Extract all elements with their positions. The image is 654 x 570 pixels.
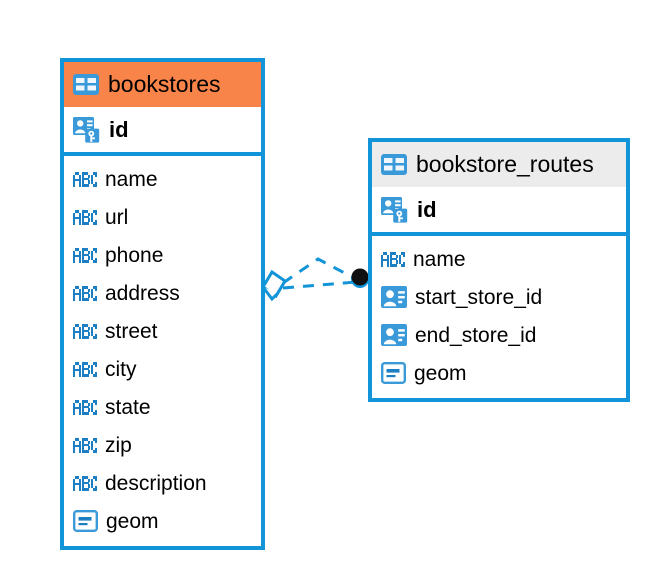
foreign-key-icon: [381, 286, 407, 308]
field-row-id[interactable]: id: [372, 187, 626, 232]
field-row-end-store-id[interactable]: end_store_id: [372, 316, 626, 354]
fields-block-bookstores: name: [64, 156, 261, 546]
diamond-relation-marker: [260, 269, 288, 302]
entity-bookstore-routes[interactable]: bookstore_routes: [368, 138, 630, 402]
geometry-icon: [73, 510, 99, 533]
entity-header-bookstore-routes[interactable]: bookstore_routes: [372, 142, 626, 187]
text-abc-icon: [73, 323, 97, 339]
text-abc-icon: [73, 247, 97, 263]
field-row-city[interactable]: city: [64, 350, 261, 388]
text-abc-icon: [73, 209, 97, 225]
primary-key-icon: [73, 116, 101, 144]
entity-bookstores[interactable]: bookstores: [60, 58, 265, 550]
relation-line-upper: [282, 257, 357, 285]
table-icon: [381, 154, 407, 175]
table-icon: [73, 74, 99, 95]
field-row-phone[interactable]: phone: [64, 236, 261, 274]
entity-title: bookstore_routes: [416, 151, 594, 177]
text-abc-icon: [73, 171, 97, 187]
fields-block-bookstore-routes: name start_store_id: [372, 236, 626, 398]
field-row-name[interactable]: name: [64, 160, 261, 198]
text-abc-icon: [381, 251, 405, 267]
field-row-url[interactable]: url: [64, 198, 261, 236]
text-abc-icon: [73, 361, 97, 377]
entity-title: bookstores: [108, 71, 221, 97]
text-abc-icon: [73, 399, 97, 415]
field-label: start_store_id: [415, 285, 543, 309]
field-row-zip[interactable]: zip: [64, 426, 261, 464]
text-abc-icon: [73, 285, 97, 301]
field-label: url: [105, 205, 129, 229]
field-row-address[interactable]: address: [64, 274, 261, 312]
field-label: name: [105, 167, 158, 191]
geometry-icon: [381, 362, 407, 385]
field-label: city: [105, 357, 137, 381]
field-label: name: [413, 247, 466, 271]
field-label: state: [105, 395, 151, 419]
relation-line-lower: [282, 280, 357, 290]
field-row-geom[interactable]: geom: [64, 502, 261, 540]
field-row-start-store-id[interactable]: start_store_id: [372, 278, 626, 316]
field-label: address: [105, 281, 180, 305]
primary-key-block: id: [372, 187, 626, 236]
text-abc-icon: [73, 475, 97, 491]
field-row-id[interactable]: id: [64, 107, 261, 152]
field-label: description: [105, 471, 207, 495]
field-row-geom[interactable]: geom: [372, 354, 626, 392]
field-row-description[interactable]: description: [64, 464, 261, 502]
filled-circle-endpoint: [351, 268, 369, 288]
field-label: zip: [105, 433, 132, 457]
field-row-street[interactable]: street: [64, 312, 261, 350]
primary-key-block: id: [64, 107, 261, 156]
field-row-state[interactable]: state: [64, 388, 261, 426]
field-row-name[interactable]: name: [372, 240, 626, 278]
field-label: street: [105, 319, 158, 343]
text-abc-icon: [73, 437, 97, 453]
field-label: geom: [414, 361, 467, 385]
field-label: phone: [105, 243, 164, 267]
field-label: geom: [106, 509, 159, 533]
entity-header-bookstores[interactable]: bookstores: [64, 62, 261, 107]
field-label: end_store_id: [415, 323, 537, 347]
field-label: id: [109, 116, 129, 142]
field-label: id: [417, 196, 437, 222]
foreign-key-icon: [381, 324, 407, 346]
primary-key-icon: [381, 196, 409, 224]
